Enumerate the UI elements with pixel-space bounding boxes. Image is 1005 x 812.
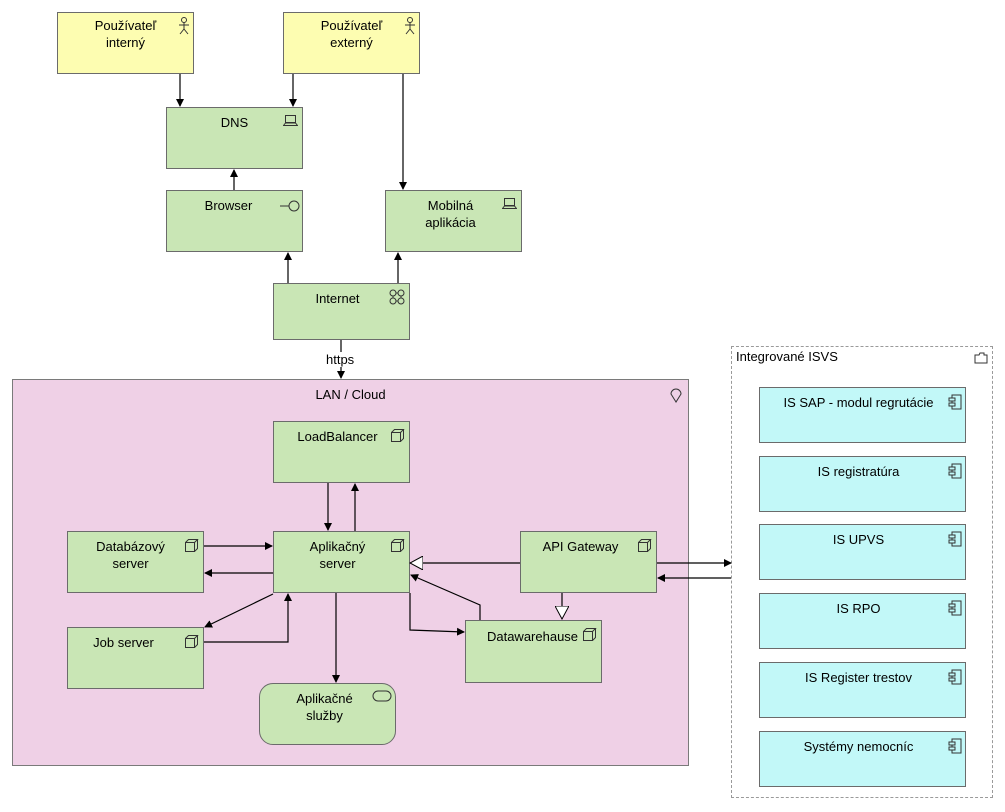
isvs-item-sap[interactable]: IS SAP - modul regrutácie — [759, 387, 966, 443]
job-server-node[interactable]: Job server — [67, 627, 204, 689]
location-icon — [670, 388, 682, 403]
folder-icon — [974, 352, 988, 364]
internet-node[interactable]: Internet — [273, 283, 410, 340]
datawarehouse-node[interactable]: Datawarehause — [465, 620, 602, 683]
actor-internal-label: Používateľ interný — [94, 18, 157, 50]
actor-external-label: Používateľ externý — [320, 18, 383, 50]
node-icon — [391, 539, 405, 552]
mobile-app-node[interactable]: Mobilná aplikácia — [385, 190, 522, 252]
node-icon — [391, 429, 405, 442]
isvs-item-label: Systémy nemocníc — [803, 739, 914, 754]
node-icon — [583, 628, 597, 641]
service-icon — [372, 690, 392, 702]
component-icon — [948, 600, 962, 616]
device-icon — [502, 198, 517, 209]
interface-icon — [280, 200, 300, 212]
component-icon — [948, 463, 962, 479]
browser-label: Browser — [204, 198, 253, 213]
component-icon — [948, 669, 962, 685]
lan-cloud-label: LAN / Cloud — [315, 387, 386, 402]
application-services-label: Aplikačné služby — [296, 691, 353, 723]
job-server-label: Job server — [93, 635, 154, 650]
application-services-node[interactable]: Aplikačné služby — [259, 683, 396, 745]
mobile-app-label: Mobilná aplikácia — [425, 198, 476, 230]
network-icon — [389, 289, 405, 305]
isvs-item-rpo[interactable]: IS RPO — [759, 593, 966, 649]
loadbalancer-label: LoadBalancer — [297, 429, 378, 444]
datawarehouse-label: Datawarehause — [486, 629, 579, 644]
isvs-item-systemy-nemocnic[interactable]: Systémy nemocníc — [759, 731, 966, 787]
isvs-item-upvs[interactable]: IS UPVS — [759, 524, 966, 580]
database-server-node[interactable]: Databázový server — [67, 531, 204, 593]
isvs-item-register-trestov[interactable]: IS Register trestov — [759, 662, 966, 718]
isvs-item-label: IS RPO — [836, 601, 881, 616]
internet-label: Internet — [315, 291, 360, 306]
dns-label: DNS — [220, 115, 249, 130]
component-icon — [948, 531, 962, 547]
database-server-label: Databázový server — [96, 539, 165, 571]
node-icon — [185, 635, 199, 648]
application-server-node[interactable]: Aplikačný server — [273, 531, 410, 593]
dns-node[interactable]: DNS — [166, 107, 303, 169]
actor-external[interactable]: Používateľ externý — [283, 12, 420, 74]
loadbalancer-node[interactable]: LoadBalancer — [273, 421, 410, 483]
browser-node[interactable]: Browser — [166, 190, 303, 252]
isvs-item-label: IS UPVS — [832, 532, 885, 547]
actor-icon — [179, 17, 189, 35]
application-server-label: Aplikačný server — [309, 539, 366, 571]
actor-icon — [405, 17, 415, 35]
integrated-isvs-label: Integrované ISVS — [736, 349, 838, 364]
node-icon — [185, 539, 199, 552]
actor-internal[interactable]: Používateľ interný — [57, 12, 194, 74]
https-edge-label: https — [324, 352, 357, 367]
component-icon — [948, 738, 962, 754]
node-icon — [638, 539, 652, 552]
isvs-item-label: IS SAP - modul regrutácie — [783, 395, 934, 410]
api-gateway-label: API Gateway — [542, 539, 619, 554]
isvs-item-label: IS registratúra — [817, 464, 900, 479]
device-icon — [283, 115, 298, 126]
isvs-item-label: IS Register trestov — [805, 670, 912, 685]
component-icon — [948, 394, 962, 410]
isvs-item-registratura[interactable]: IS registratúra — [759, 456, 966, 512]
api-gateway-node[interactable]: API Gateway — [520, 531, 657, 593]
